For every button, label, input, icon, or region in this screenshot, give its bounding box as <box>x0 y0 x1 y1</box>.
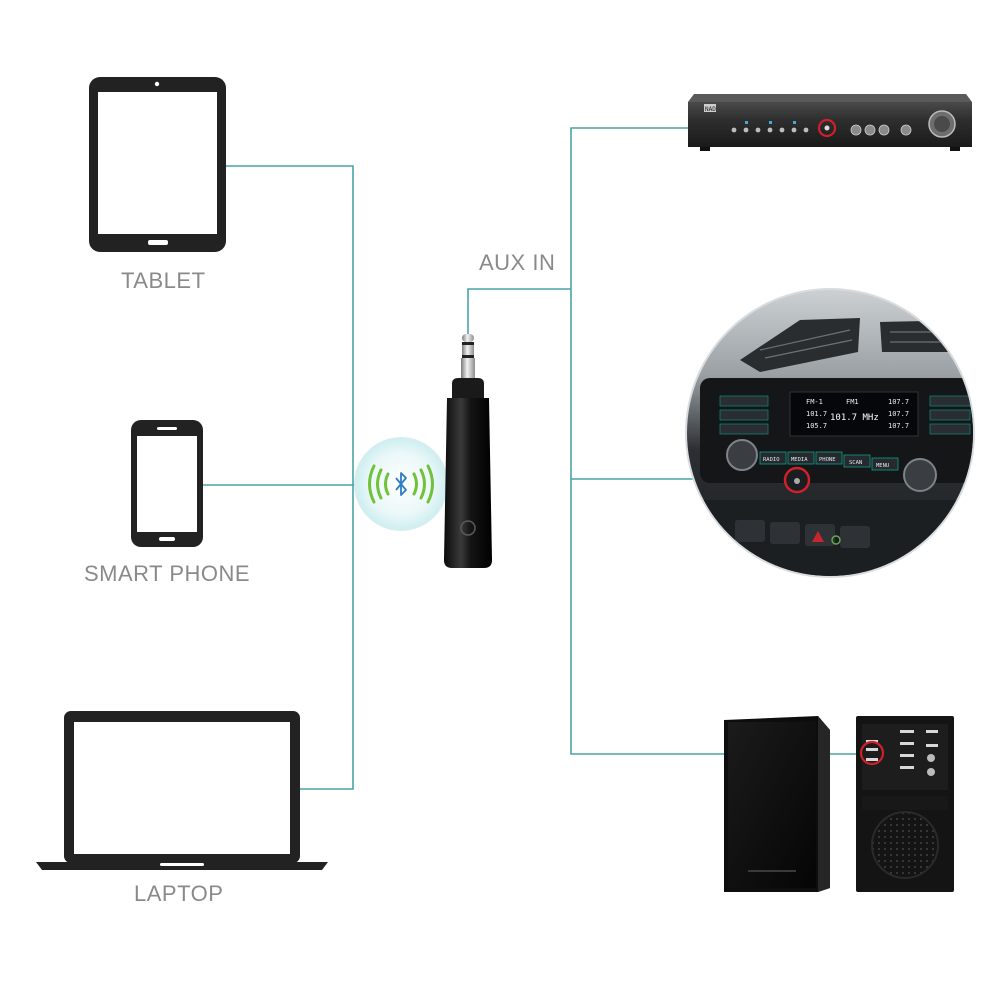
amplifier-device: NAD <box>688 94 972 151</box>
laptop-icon <box>36 711 328 870</box>
bluetooth-badge <box>354 437 448 531</box>
radio-preset-2: 101.7 <box>806 410 827 418</box>
radio-left-knob <box>726 439 758 471</box>
laptop-label: LAPTOP <box>134 881 224 906</box>
tablet-icon <box>89 77 226 252</box>
tablet-label: TABLET <box>121 268 206 293</box>
radio-button-media: MEDIA <box>791 457 808 463</box>
radio-frequency: 101.7 MHz <box>830 413 879 423</box>
radio-preset-3: 105.7 <box>806 422 827 430</box>
aux-connector-line <box>467 288 571 335</box>
bluetooth-icon <box>395 472 407 496</box>
amplifier-aux-highlight <box>817 118 837 138</box>
radio-button-phone: PHONE <box>819 457 836 463</box>
bluetooth-adapter <box>444 334 492 568</box>
connection-lines <box>203 127 858 790</box>
bluetooth-signal-waves-right <box>412 464 434 504</box>
speaker-front <box>724 716 830 892</box>
radio-button-scan: SCAN <box>849 460 862 466</box>
bluetooth-signal-waves-left <box>368 464 390 504</box>
smart-phone-icon <box>131 420 203 547</box>
radio-right-knob <box>903 458 937 492</box>
radio-preset-4: 107.7 <box>888 398 909 406</box>
smart-phone-label: SMART PHONE <box>84 561 251 586</box>
tablet-connector-line <box>226 165 354 790</box>
amplifier-brand: NAD <box>705 106 716 113</box>
aux-plug-tip <box>462 334 474 342</box>
car-dashboard: FM-1 101.7 105.7 FM1 107.7 107.7 107.7 1… <box>685 288 975 578</box>
aux-in-label: AUX IN <box>479 250 556 275</box>
speaker-aux-highlight <box>859 740 885 766</box>
radio-button-radio: RADIO <box>763 457 780 463</box>
radio-button-menu: MENU <box>876 463 889 469</box>
radio-preset-1: FM-1 <box>806 398 823 406</box>
outputs-trunk-line <box>570 127 858 755</box>
radio-preset-5: 107.7 <box>888 410 909 418</box>
speaker-grille <box>871 811 939 879</box>
radio-band: FM1 <box>846 398 859 406</box>
radio-preset-6: 107.7 <box>888 422 909 430</box>
hazard-icon <box>812 531 824 542</box>
speaker-back <box>856 716 954 892</box>
adapter-button-icon <box>460 520 476 536</box>
